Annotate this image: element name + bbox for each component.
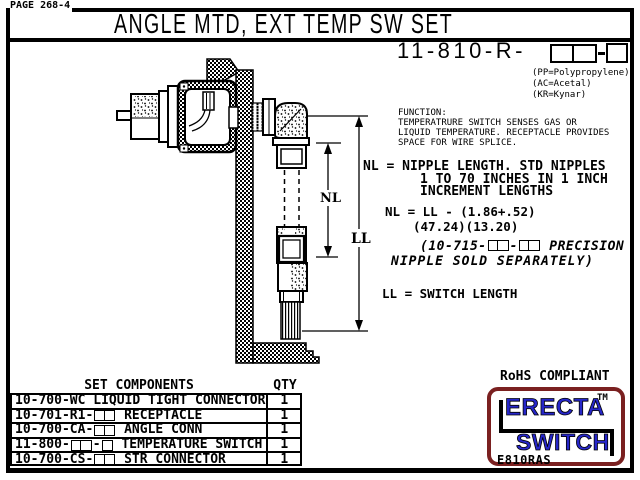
blank-box [94, 410, 116, 422]
nl-label: NL [320, 191, 341, 206]
trademark-symbol: TM [597, 393, 608, 403]
material-options: (PP=Polypropylene) (AC=Acetal) (KR=Kynar… [532, 68, 630, 101]
blank-box [518, 240, 540, 251]
border-bottom [6, 468, 634, 473]
qty-cell: 1 [266, 453, 300, 466]
blank-box [94, 454, 116, 466]
blank-box [70, 439, 92, 451]
qty-cell: 1 [266, 395, 300, 408]
threaded-nipple [251, 98, 276, 136]
part-number: 11-810-R- [397, 38, 526, 63]
nipple-formula-line1: NL = LL - (1.86+.52) [385, 204, 536, 219]
material-option-kr: (KR=Kynar) [532, 90, 587, 100]
logo-frame-bar [499, 429, 614, 433]
table-header-components: SET COMPONENTS [84, 378, 194, 393]
title-divider [6, 38, 634, 42]
wire [191, 109, 211, 132]
liquid-tight-connector [116, 85, 179, 148]
logo-word-switch: SWITCH [516, 429, 610, 455]
table-row: 10-701-R1- RECEPTACLE 1 [12, 409, 300, 425]
function-note: FUNCTION: TEMPERATRURE SWITCH SENSES GAS… [398, 108, 609, 148]
erecta-switch-logo: ERECTA SWITCH TM E810RAS [487, 387, 625, 467]
receptacle [176, 79, 239, 154]
function-line: TEMPERATRURE SWITCH SENSES GAS OR [398, 118, 577, 128]
border-right [630, 8, 634, 473]
page-title: ANGLE MTD, EXT TEMP SW SET [114, 8, 454, 39]
material-option-ac: (AC=Acetal) [532, 79, 592, 89]
assembly-diagram: LL NL [116, 58, 371, 364]
component-cell: 10-701-R1- RECEPTACLE [15, 409, 203, 423]
function-line: LIQUID TEMPERATURE. RECEPTACLE PROVIDES [398, 128, 610, 138]
blank-box [487, 240, 509, 251]
component-cell: 11-800-- TEMPERATURE SWITCH [15, 438, 263, 452]
logo-frame-bar [610, 433, 614, 456]
precision-nipple-note-line1: (10-715- - PRECISION [420, 240, 624, 253]
rohs-compliant-label: RoHS COMPLIANT [500, 369, 610, 384]
nl-dimension: NL [316, 142, 341, 258]
logo-frame-bar [499, 400, 503, 433]
qty-cell: 1 [266, 409, 300, 423]
part-number-blank-box-material [550, 44, 597, 63]
blank-box [94, 424, 116, 436]
logo-word-erecta: ERECTA [505, 394, 605, 421]
precision-note-prefix: (10-715- [420, 239, 487, 254]
temperature-switch [276, 226, 308, 340]
mounting-wall [206, 58, 320, 364]
component-cell: 10-700-CS- STR CONNECTOR [15, 453, 226, 466]
page-number-label: PAGE 268-4 [10, 0, 71, 11]
function-line: SPACE FOR WIRE SPLICE. [398, 138, 518, 148]
qty-cell: 1 [266, 424, 300, 437]
nipple-formula-line2: (47.24)(13.20) [413, 219, 519, 234]
precision-nipple-note-line2: NIPPLE SOLD SEPARATELY) [391, 254, 595, 269]
wire-splice-terminal [202, 91, 215, 111]
probe [280, 301, 301, 340]
table-header-qty: QTY [273, 378, 297, 393]
wire [188, 109, 206, 127]
nipple-length-note-line3: INCREMENT LENGTHS [420, 184, 554, 199]
precision-note-dash: - [509, 239, 518, 254]
ll-dimension: LL [302, 115, 371, 332]
table-row: 10-700-CS- STR CONNECTOR 1 [12, 453, 300, 466]
nipple-length-note-line1: NL = NIPPLE LENGTH. STD NIPPLES [363, 159, 606, 174]
logo-drawing-code: E810RAS [497, 453, 552, 467]
angle-connector [272, 102, 310, 169]
part-number-dash [598, 52, 605, 55]
nipple-dashed-lines [283, 170, 300, 227]
border-top [72, 8, 630, 12]
ll-label: LL [351, 231, 371, 247]
function-heading: FUNCTION: [398, 108, 447, 118]
nipple-length-note-line2: 1 TO 70 INCHES IN 1 INCH [420, 172, 608, 187]
material-option-pp: (PP=Polypropylene) [532, 68, 630, 78]
blank-box [101, 439, 113, 451]
component-cell: 10-700-WC LIQUID TIGHT CONNECTOR [15, 395, 266, 408]
qty-cell: 1 [266, 438, 300, 452]
component-cell: 10-700-CA- ANGLE CONN [15, 424, 203, 437]
switch-length-note: LL = SWITCH LENGTH [382, 286, 518, 301]
table-row: 10-700-CA- ANGLE CONN 1 [12, 424, 300, 439]
part-number-blank-box-suffix [606, 43, 628, 63]
border-left [6, 8, 10, 473]
precision-note-suffix: PRECISION [540, 239, 625, 254]
